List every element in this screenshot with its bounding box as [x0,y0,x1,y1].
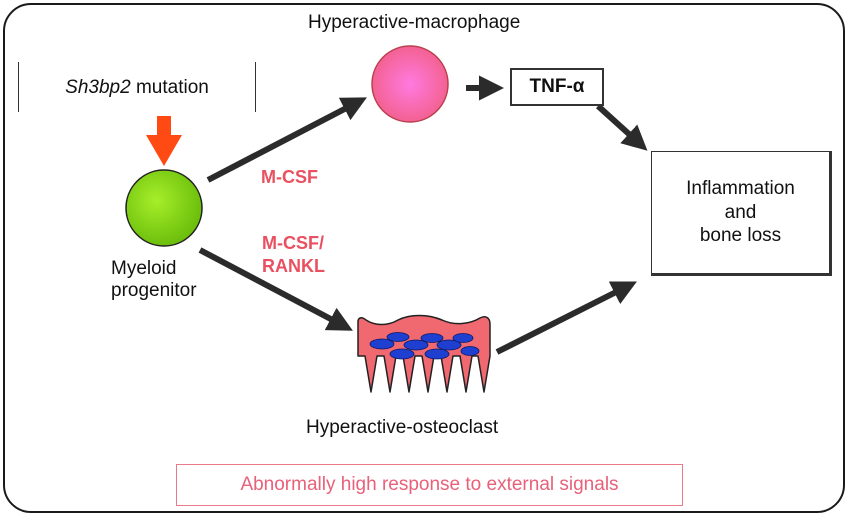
outcome-line-3: bone loss [699,225,782,247]
edge-label-mcsf-rankl-2: RANKL [262,256,325,276]
outcome-line-2: and [724,201,757,223]
outcome-line-1: Inflammation [686,177,795,199]
mutation-text: Sh3bp2 mutation [19,77,255,99]
gene-name: Sh3bp2 [65,77,131,98]
footer-box: Abnormally high response to external sig… [176,464,683,506]
tnf-alpha-label: TNF-α [529,76,585,97]
osteoclast-nuclei [369,332,480,360]
mutation-arrow [146,116,182,166]
progenitor-cell [125,169,203,247]
osteoclast-label: Hyperactive-osteoclast [306,417,499,438]
edge-label-mcsf: M-CSF [261,167,318,187]
tnf-alpha-box: TNF-α [510,68,604,106]
mutation-box: Sh3bp2 mutation [18,62,256,112]
arrow-progenitor-to-macrophage [206,97,367,183]
osteoclast-cell [357,314,491,393]
macrophage-cell [371,45,449,123]
footer-text: Abnormally high response to external sig… [240,474,619,495]
arrow-progenitor-to-osteoclast [198,247,353,331]
outcome-box: Inflammation and bone loss [651,151,832,276]
mutation-label: mutation [135,77,209,98]
progenitor-label: Myeloid progenitor [111,258,197,301]
edge-label-mcsf-rankl-1: M-CSF/ [262,233,324,253]
macrophage-label: Hyperactive-macrophage [308,12,521,33]
arrow-tnf-to-outcome [595,103,648,151]
arrow-osteoclast-to-outcome [495,281,638,355]
